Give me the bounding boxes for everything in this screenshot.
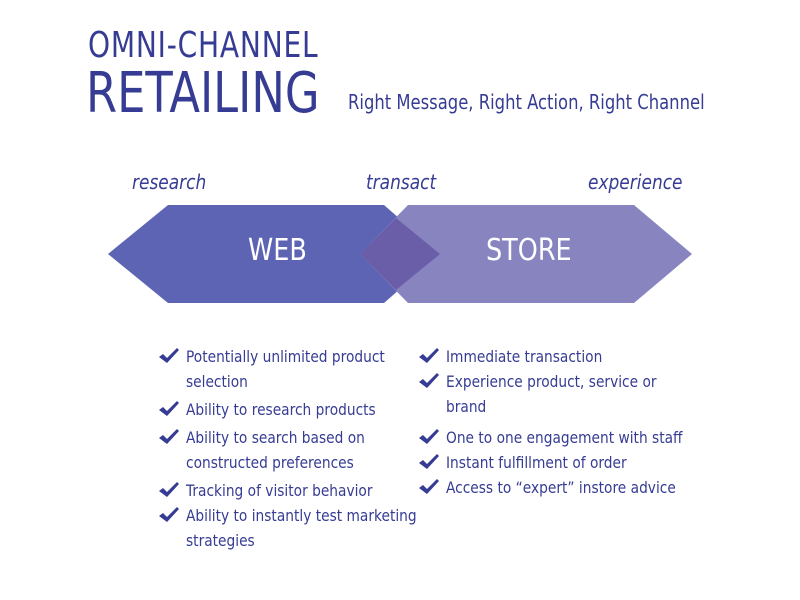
- checkmark-icon: [159, 429, 179, 444]
- list-item-text: Immediate transaction: [446, 347, 603, 366]
- list-item-text: Potentially unlimited product: [186, 347, 385, 366]
- store-benefit-immediate: Immediate transaction: [418, 344, 688, 369]
- title-omni-channel: OMNI-CHANNEL: [88, 25, 319, 66]
- checkmark-icon: [419, 373, 439, 388]
- store-benefit-expert-advice: Access to “expert” instore advice: [418, 475, 688, 500]
- list-item-text: Ability to search based on: [186, 428, 365, 447]
- list-item-text: Access to “expert” instore advice: [446, 478, 676, 497]
- checkmark-icon: [159, 348, 179, 363]
- tagline: Right Message, Right Action, Right Chann…: [348, 90, 705, 114]
- checkmark-icon: [419, 454, 439, 469]
- store-benefit-fulfillment: Instant fulfillment of order: [418, 450, 688, 475]
- list-item-text: Ability to instantly test marketing: [186, 506, 417, 525]
- store-channel-label: STORE: [486, 233, 572, 268]
- web-benefit-unlimited-selection: Potentially unlimited product selection: [158, 344, 408, 394]
- overlap-region: [360, 218, 440, 290]
- web-benefit-tracking: Tracking of visitor behavior: [158, 478, 408, 503]
- web-benefit-testing: Ability to instantly test marketing stra…: [158, 503, 417, 553]
- checkmark-icon: [159, 482, 179, 497]
- store-benefits-list: Immediate transaction Experience product…: [418, 344, 688, 500]
- list-item-text: One to one engagement with staff: [446, 428, 683, 447]
- web-benefits-list: Potentially unlimited product selection …: [158, 344, 417, 553]
- checkmark-icon: [159, 507, 179, 522]
- web-benefit-research: Ability to research products: [158, 397, 408, 422]
- store-benefit-experience: Experience product, service or brand: [418, 369, 688, 419]
- stage-label-transact: transact: [366, 170, 437, 194]
- checkmark-icon: [419, 348, 439, 363]
- list-item-text: selection: [186, 372, 248, 391]
- stage-label-research: research: [132, 170, 207, 194]
- list-item-text: Experience product, service or: [446, 372, 657, 391]
- web-channel-label: WEB: [248, 233, 307, 268]
- list-item-text: Instant fulfillment of order: [446, 453, 627, 472]
- stage-label-experience: experience: [588, 170, 683, 194]
- checkmark-icon: [159, 401, 179, 416]
- list-item-text: Tracking of visitor behavior: [186, 481, 373, 500]
- list-item-text: brand: [446, 397, 487, 416]
- list-item-text: Ability to research products: [186, 400, 376, 419]
- checkmark-icon: [419, 479, 439, 494]
- list-item-text: constructed preferences: [186, 453, 354, 472]
- checkmark-icon: [419, 429, 439, 444]
- web-benefit-search: Ability to search based on constructed p…: [158, 425, 408, 475]
- list-item-text: strategies: [186, 531, 255, 550]
- store-benefit-engagement: One to one engagement with staff: [418, 425, 688, 450]
- title-retailing: RETAILING: [86, 61, 320, 126]
